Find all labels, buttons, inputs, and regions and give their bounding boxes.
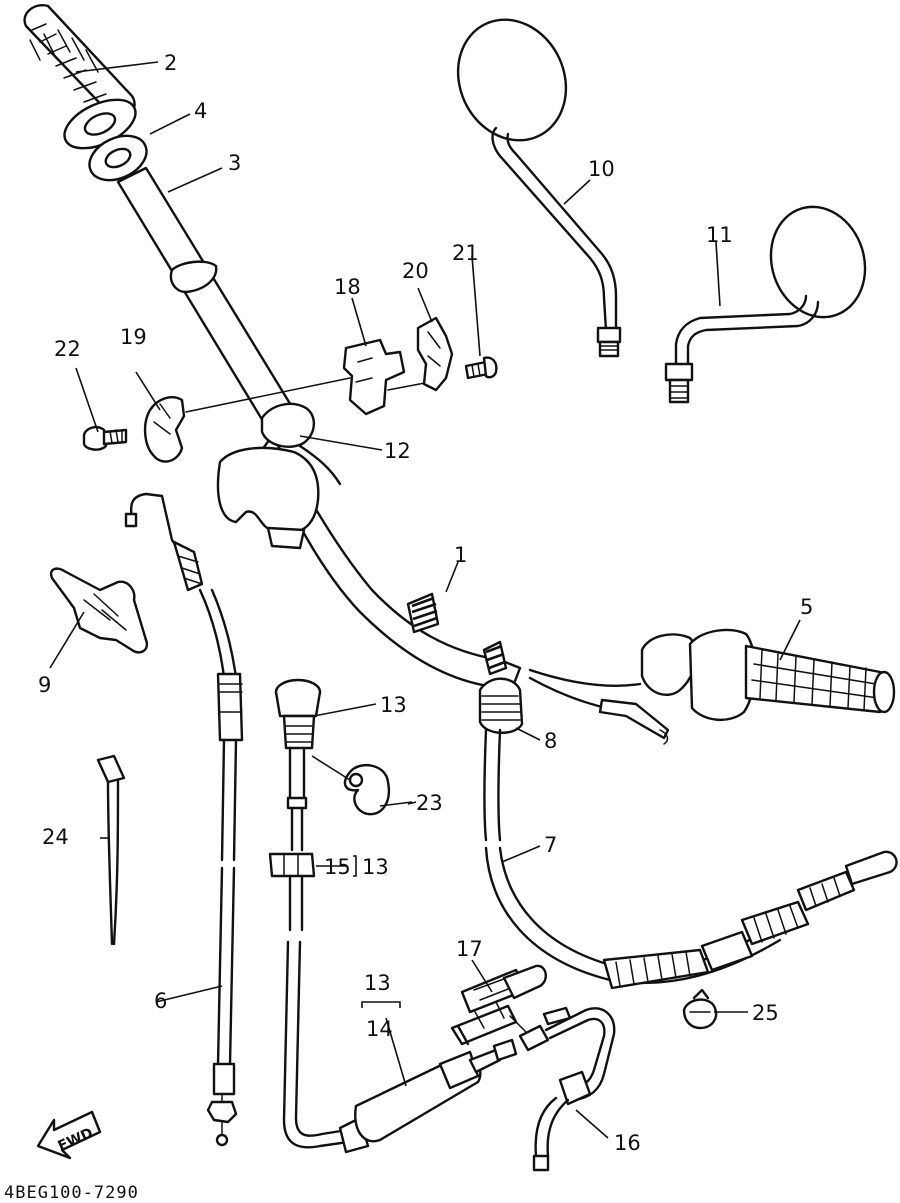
mirror-right: [664, 205, 867, 404]
callout-21: 21: [452, 241, 479, 265]
callout-22: 22: [54, 337, 81, 361]
callout-17: 17: [456, 937, 483, 961]
callout-11: 11: [706, 223, 733, 247]
callout-2: 2: [164, 51, 177, 75]
nut-15: [268, 852, 316, 932]
choke-knob: [274, 678, 322, 852]
screw-21: [464, 356, 498, 380]
callout-13c: 13: [364, 971, 391, 995]
callout-13a: 13: [380, 693, 407, 717]
handlebar: [116, 166, 522, 696]
throttle-cable: [124, 492, 244, 1147]
callout-14: 14: [366, 1017, 393, 1041]
callout-15: 15: [324, 855, 351, 879]
callout-19: 19: [120, 325, 147, 349]
lever-holder: [216, 402, 342, 550]
callout-16: 16: [614, 1131, 641, 1155]
clutch-cable: [478, 677, 898, 990]
grip-washer: [88, 134, 148, 182]
leader-lines: [49, 61, 801, 1139]
clamp-25: [682, 988, 718, 1030]
drawing-code: 4BEG100-7290: [4, 1183, 139, 1203]
callout-labels: 1 2 3 4 5 6 7 8 9 10 11 12 13 13 13 14 1…: [38, 51, 813, 1155]
callout-18: 18: [334, 275, 361, 299]
callout-20: 20: [402, 259, 429, 283]
lever-9: [49, 567, 149, 654]
callout-23: 23: [416, 791, 443, 815]
cable-holder-23: [343, 763, 391, 816]
bracket-18: [342, 338, 431, 416]
switch-17: [450, 964, 547, 1046]
fwd-arrow-icon: FWD: [36, 1110, 102, 1160]
callout-24: 24: [42, 825, 69, 849]
callout-8: 8: [544, 729, 557, 753]
callout-9: 9: [38, 673, 51, 697]
cable-16: [518, 1006, 616, 1172]
callout-7: 7: [544, 833, 557, 857]
mirror-left: [456, 18, 622, 358]
screw-22: [82, 425, 128, 451]
holder-clamp: [143, 396, 186, 463]
callout-1: 1: [454, 543, 467, 567]
callout-5: 5: [800, 595, 813, 619]
callout-12: 12: [384, 439, 411, 463]
callout-13b: 13: [362, 855, 389, 879]
choke-cable: [282, 940, 518, 1154]
callout-6: 6: [154, 989, 167, 1013]
callout-3: 3: [228, 151, 241, 175]
bracket-20: [416, 316, 454, 392]
callout-4: 4: [194, 99, 207, 123]
throttle-grip: [640, 628, 896, 721]
callout-25: 25: [752, 1001, 779, 1025]
callout-10: 10: [588, 157, 615, 181]
cable-tie-24: [96, 754, 126, 946]
